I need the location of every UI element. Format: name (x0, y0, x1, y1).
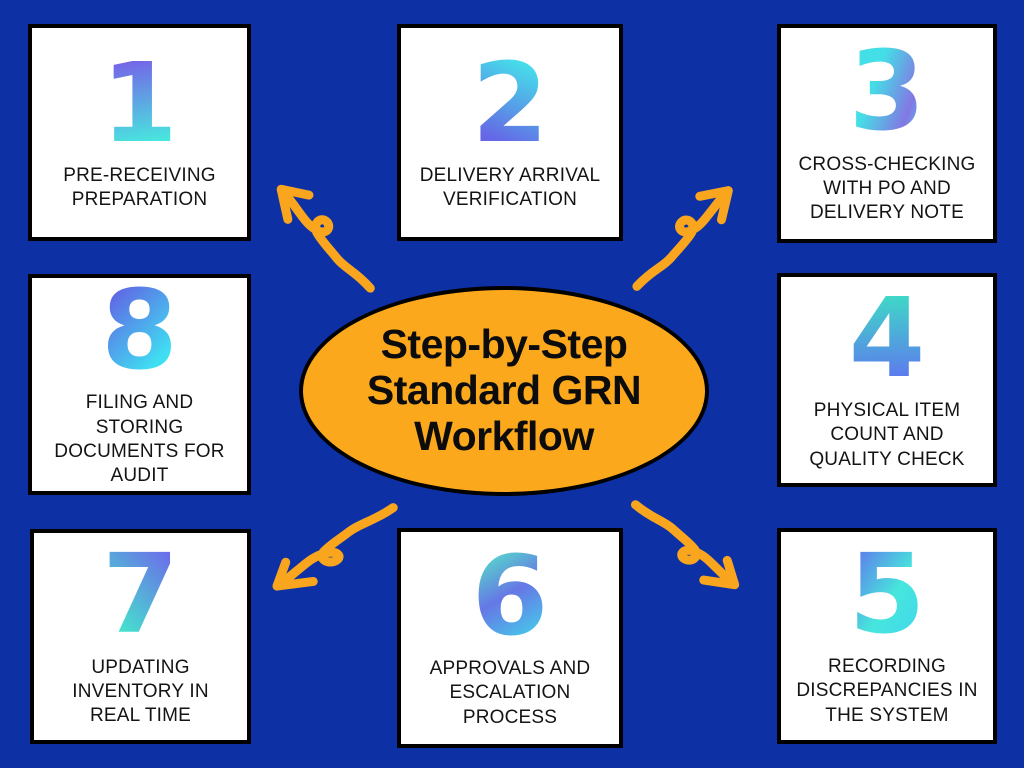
step-card-6: 6 APPROVALS AND ESCALATION PROCESS (397, 528, 623, 748)
step-card-1: 1 PRE-RECEIVING PREPARATION (28, 24, 251, 241)
step-label-1: PRE-RECEIVING PREPARATION (63, 164, 216, 211)
curved-arrow-up-left-icon (262, 168, 377, 294)
step-card-2: 2 DELIVERY ARRIVAL VERIFICATION (397, 24, 623, 241)
center-ellipse: Step-by-Step Standard GRN Workflow (299, 286, 709, 496)
step-card-7: 7 UPDATING INVENTORY IN REAL TIME (30, 529, 251, 744)
step-number-5: 5 (848, 529, 926, 658)
step-number-6: 6 (471, 531, 549, 660)
step-label-7: UPDATING INVENTORY IN REAL TIME (72, 656, 209, 727)
step-number-3: 3 (848, 27, 926, 156)
step-card-3: 3 CROSS-CHECKING WITH PO AND DELIVERY NO… (777, 24, 997, 243)
curved-arrow-down-left-icon (252, 503, 402, 603)
step-label-8: FILING AND STORING DOCUMENTS FOR AUDIT (54, 392, 225, 487)
step-number-7: 7 (102, 530, 179, 659)
diagram-title: Step-by-Step Standard GRN Workflow (366, 321, 642, 459)
step-card-5: 5 RECORDING DISCREPANCIES IN THE SYSTEM (777, 528, 997, 744)
step-label-6: APPROVALS AND ESCALATION PROCESS (429, 658, 591, 728)
step-number-4: 4 (848, 273, 926, 402)
step-label-3: CROSS-CHECKING WITH PO AND DELIVERY NOTE (798, 153, 976, 224)
step-label-4: PHYSICAL ITEM COUNT AND QUALITY CHECK (809, 400, 965, 470)
step-number-1: 1 (101, 38, 178, 167)
step-card-8: 8 FILING AND STORING DOCUMENTS FOR AUDIT (28, 274, 251, 495)
step-number-8: 8 (101, 266, 178, 395)
curved-arrow-down-right-icon (628, 500, 756, 602)
step-card-4: 4 PHYSICAL ITEM COUNT AND QUALITY CHECK (777, 273, 997, 487)
curved-arrow-up-right-icon (630, 170, 748, 292)
step-label-2: DELIVERY ARRIVAL VERIFICATION (419, 164, 601, 211)
step-number-2: 2 (471, 38, 549, 167)
step-label-5: RECORDING DISCREPANCIES IN THE SYSTEM (796, 656, 978, 726)
